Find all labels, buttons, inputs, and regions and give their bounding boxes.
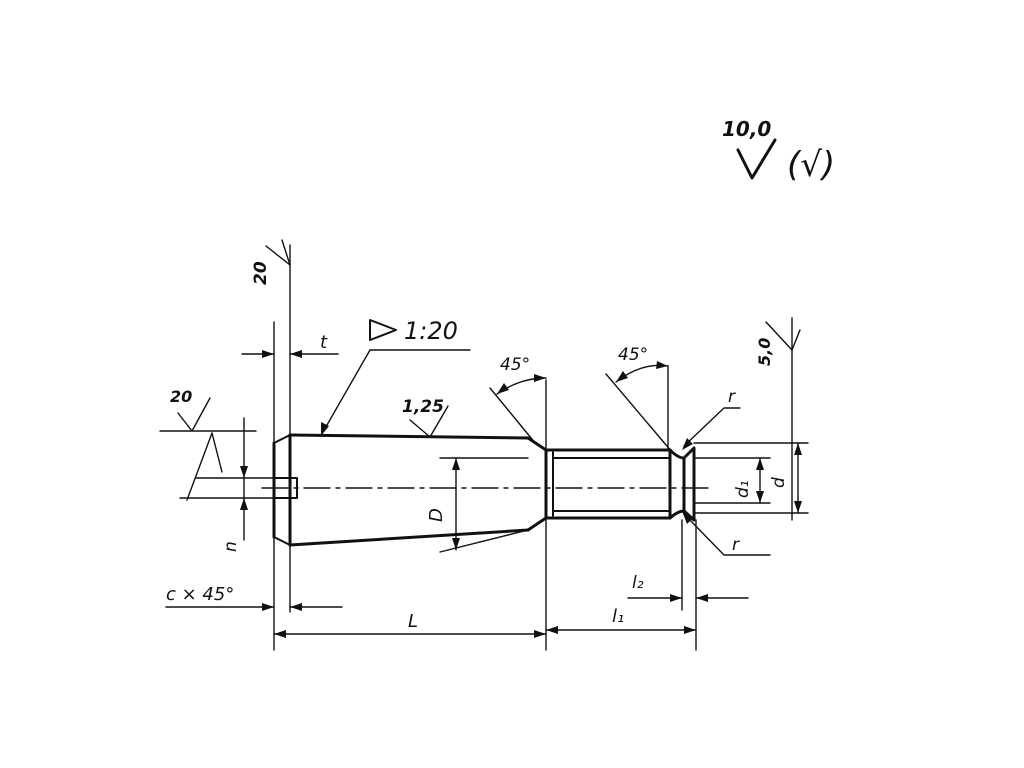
radius-bottom: r (682, 511, 771, 556)
angle-thread-label: 45° (618, 345, 648, 365)
dimension-d1: d₁ (733, 457, 764, 504)
roughness-taper-value: 1,25 (402, 397, 444, 417)
dimension-n-arrow-top (240, 466, 248, 478)
taper-triangle-icon (369, 319, 397, 341)
dimension-D-label: D (426, 508, 447, 522)
dimension-n-leader (186, 432, 213, 501)
dimension-d1-arrow-top (756, 458, 764, 470)
dimension-t-arrow-left (262, 350, 274, 358)
dimension-l2-arrow-right (696, 594, 708, 602)
dimension-l1-arrow-right (684, 626, 696, 634)
taper-leader (322, 349, 371, 433)
part-outline (261, 433, 713, 547)
dimension-l2-label: l₂ (632, 573, 644, 593)
dimension-n: n (179, 417, 275, 552)
chamfer-arrow-left (262, 603, 274, 611)
thread-root-lines (552, 457, 671, 512)
taper-ratio-label: 1:20 (404, 317, 458, 345)
dimension-d-label: d (769, 477, 789, 488)
dimension-d-arrow-bottom (794, 501, 802, 513)
extension-lines (273, 244, 809, 651)
roughness-thread-end-symbol (765, 321, 801, 351)
radius-bottom-arrow (682, 511, 693, 524)
radius-top: r (682, 387, 741, 450)
dimension-d-arrow-top (794, 443, 802, 455)
angle-thread-arrow-b (656, 361, 668, 369)
angle-shoulder-arrow-b (534, 374, 546, 382)
roughness-chamfer: 20 (159, 387, 257, 432)
chamfer-arrow-right (290, 603, 302, 611)
roughness-slot-end-value: 20 (251, 261, 271, 285)
roughness-slot-end: 20 (251, 239, 291, 285)
dimension-l1-label: l₁ (612, 606, 624, 627)
dimension-L-label: L (408, 611, 418, 632)
general-roughness-mark: 10,0 (√) (722, 117, 835, 185)
angle-shoulder: 45° (489, 355, 547, 445)
dimension-t: t (241, 332, 339, 358)
angle-thread-arrow-a (616, 371, 628, 382)
undercut-groove (668, 448, 686, 520)
radius-top-label: r (728, 387, 736, 407)
general-roughness-value: 10,0 (722, 117, 771, 141)
dimension-D-arrow-bottom (452, 538, 460, 550)
radius-bottom-leader (683, 513, 771, 556)
roughness-slot-end-symbol (265, 239, 291, 266)
dimension-L-arrow-right (534, 630, 546, 638)
dimension-D-arrow-top (452, 458, 460, 470)
ext-lines-D (439, 457, 529, 553)
roughness-thread-end: 5,0 (755, 321, 801, 366)
dimension-t-arrow-right (290, 350, 302, 358)
dimension-L: L (273, 611, 547, 638)
roughness-chamfer-value: 20 (170, 387, 192, 406)
dimension-l2: l₂ (627, 573, 749, 602)
dimension-n-ext (179, 477, 275, 499)
taper-callout: 1:20 (321, 317, 471, 436)
dimension-D: D (426, 457, 460, 551)
angle-thread-end: 45° (605, 345, 673, 453)
roughness-thread-end-value: 5,0 (755, 338, 774, 366)
shoulder-chamfer (526, 436, 548, 532)
ext-lines-d1 (693, 457, 771, 504)
dimension-d: d (769, 442, 802, 514)
dimension-d1-arrow-bottom (756, 491, 764, 503)
angle-shoulder-arrow-a (497, 383, 509, 394)
taper-top-edge (288, 433, 530, 440)
radius-bottom-label: r (732, 535, 740, 555)
chamfer-corners (273, 434, 291, 546)
angle-shoulder-label: 45° (500, 355, 530, 375)
general-roughness-parenthetical: (√) (787, 145, 835, 185)
thread-outer-edges (544, 448, 672, 520)
dimension-l1-arrow-left (546, 626, 558, 634)
dimension-l2-arrow-left (670, 594, 682, 602)
dimension-chamfer: c × 45° (165, 584, 343, 611)
chamfer-label: c × 45° (166, 584, 234, 605)
dimension-n-leader-b (211, 432, 223, 473)
dimension-t-label: t (320, 332, 328, 353)
radius-top-arrow (682, 438, 693, 450)
roughness-taper-symbol (409, 405, 449, 438)
dimension-d1-label: d₁ (733, 480, 753, 498)
roughness-check-symbol (736, 138, 777, 180)
angle-thread-ext (605, 373, 673, 453)
dimension-L-arrow-left (274, 630, 286, 638)
ext-lines-d (693, 442, 809, 514)
dimension-l1: l₁ (545, 606, 697, 634)
taper-leader-arrow (321, 422, 329, 436)
taper-bottom-edge (288, 528, 530, 547)
dimension-n-arrow-bottom (240, 498, 248, 510)
roughness-taper: 1,25 (402, 397, 449, 438)
dimension-n-label: n (221, 541, 241, 552)
radius-top-leader (683, 407, 741, 447)
angle-shoulder-ext (489, 387, 537, 445)
